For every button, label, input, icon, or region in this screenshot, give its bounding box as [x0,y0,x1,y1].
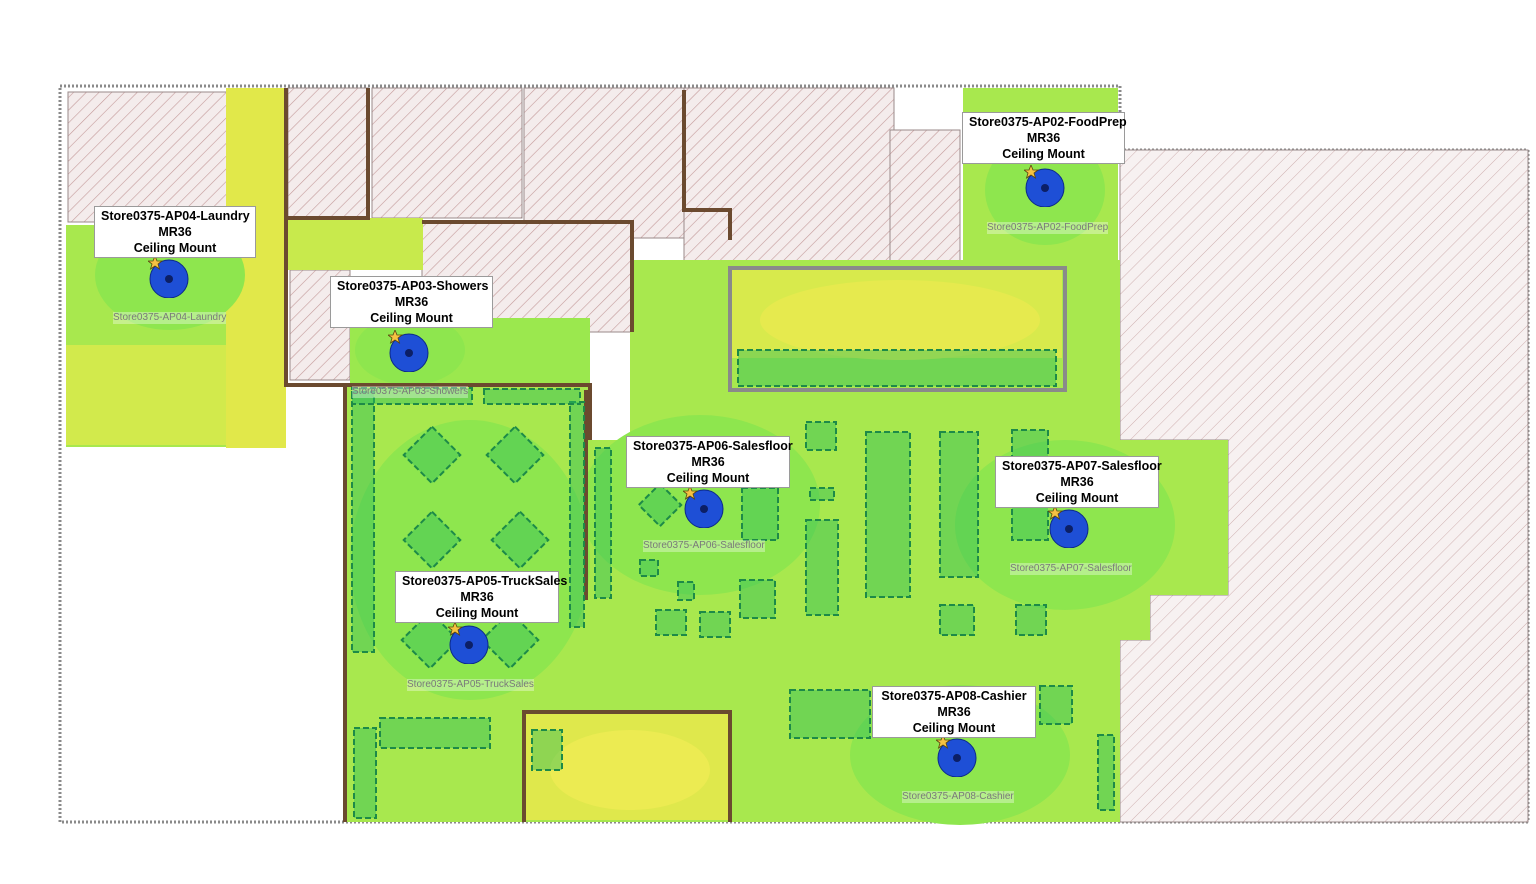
ap-callout-ap06: Store0375-AP06-Salesfloor MR36 Ceiling M… [626,436,793,488]
ap-marker-ap08[interactable] [936,735,978,777]
ap-star-icon [936,735,977,777]
hatched-rooms [67,87,1529,823]
ap-mount-ap05: Ceiling Mount [435,606,519,620]
ap-name-ap08: Store0375-AP08-Cashier [881,689,1027,703]
ap-star-icon [148,256,189,298]
ap-model-ap05: MR36 [460,590,494,604]
ap-caption-ap04: Store0375-AP04-Laundry [113,312,227,324]
ap-caption-ap03: Store0375-AP03-Showers [352,386,469,398]
ap-callout-ap05: Store0375-AP05-TruckSales MR36 Ceiling M… [395,571,568,623]
ap-caption-ap06: Store0375-AP06-Salesfloor [643,540,765,552]
ap-name-ap04: Store0375-AP04-Laundry [101,209,250,223]
ap-mount-ap03: Ceiling Mount [370,311,453,325]
ap-caption-ap08: Store0375-AP08-Cashier [902,791,1014,803]
ap-marker-ap07[interactable] [1048,506,1090,548]
ap-name-ap03: Store0375-AP03-Showers [337,279,489,293]
ap-name-ap02: Store0375-AP02-FoodPrep [969,115,1127,129]
ap-mount-ap07: Ceiling Mount [1035,491,1119,505]
interior-walls [284,88,732,822]
ap-callout-ap08: Store0375-AP08-Cashier MR36 Ceiling Moun… [872,686,1036,738]
ap-marker-ap04[interactable] [148,256,190,298]
ap-model-ap08: MR36 [937,705,971,719]
ap-star-icon [388,330,429,372]
ap-model-ap07: MR36 [1060,475,1094,489]
ap-model-ap02: MR36 [1026,131,1061,145]
ap-mount-ap06: Ceiling Mount [666,471,750,485]
ap-callout-ap04: Store0375-AP04-Laundry MR36 Ceiling Moun… [94,206,256,258]
store-fixtures [351,387,1115,819]
ap-star-icon [1024,165,1065,207]
ap-caption-ap07: Store0375-AP07-Salesfloor [1010,563,1132,575]
ap-caption-ap05: Store0375-AP05-TruckSales [407,679,534,691]
ap-caption-ap02: Store0375-AP02-FoodPrep [987,222,1109,234]
ap-mount-ap02: Ceiling Mount [1002,147,1085,161]
ap-marker-ap06[interactable] [683,486,725,528]
ap-marker-ap02[interactable] [1024,165,1066,207]
ap-model-ap03: MR36 [394,295,429,309]
ap-name-ap07: Store0375-AP07-Salesfloor [1002,459,1162,473]
ap-model-ap06: MR36 [691,455,725,469]
ap-star-icon [683,486,724,528]
ap-marker-ap05[interactable] [448,622,490,664]
ap-star-icon [1048,506,1089,548]
ap-model-ap04: MR36 [158,225,192,239]
cooler-case [728,266,1067,392]
ap-mount-ap08: Ceiling Mount [912,721,996,735]
ap-callout-ap03: Store0375-AP03-Showers MR36 Ceiling Moun… [330,276,493,328]
ap-star-icon [448,622,489,664]
ap-callout-ap07: Store0375-AP07-Salesfloor MR36 Ceiling M… [995,456,1162,508]
ap-marker-ap03[interactable] [388,330,430,372]
ap-name-ap05: Store0375-AP05-TruckSales [402,574,568,588]
ap-mount-ap04: Ceiling Mount [133,241,217,255]
ap-callout-ap02: Store0375-AP02-FoodPrep MR36 Ceiling Mou… [962,112,1127,164]
ap-name-ap06: Store0375-AP06-Salesfloor [633,439,793,453]
